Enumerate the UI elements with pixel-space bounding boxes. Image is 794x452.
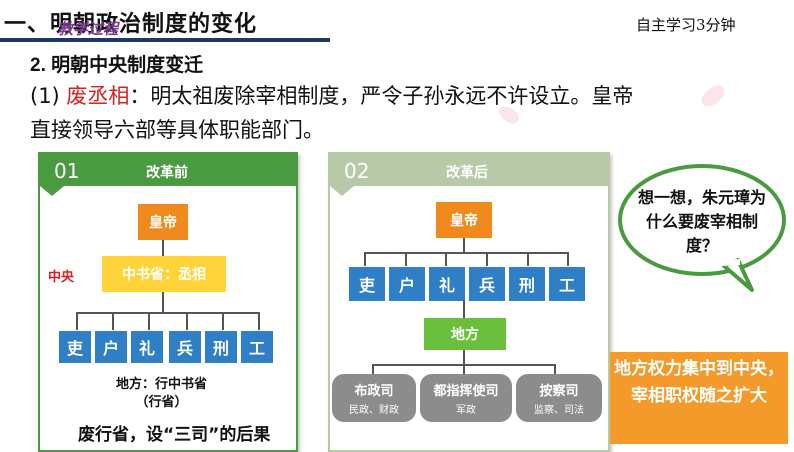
panel-title: 改革后 xyxy=(446,162,488,182)
panel-number: 02 xyxy=(344,159,369,183)
connector-line xyxy=(463,238,465,252)
ministry-box-before: 兵 xyxy=(168,330,202,364)
bottom-note: 废行省，设“三司”的后果 xyxy=(78,420,270,445)
connector-line xyxy=(364,252,568,254)
connector-line xyxy=(372,364,374,374)
panel-title: 改革前 xyxy=(146,162,188,182)
connector-line xyxy=(463,350,465,364)
local-box-after: 地方 xyxy=(424,318,506,350)
conclusion-box: 地方权力集中到中央，宰相职权随之扩大 xyxy=(610,352,788,444)
connector-line xyxy=(258,312,260,330)
panel-header: 01 改革前 xyxy=(40,154,296,186)
office-box: 都指挥使司 军政 xyxy=(420,374,512,422)
local-admin-before: 地方：行中书省 （行省） xyxy=(116,376,207,412)
central-label: 中央 xyxy=(48,266,74,285)
secretariat-box: 中书省：丞相 xyxy=(102,256,226,292)
connector-line xyxy=(76,312,78,330)
emperor-box-before: 皇帝 xyxy=(138,204,188,240)
intro-line-1-rest: ：明太祖废除宰相制度，严令子孙永远不许设立。皇帝 xyxy=(129,84,633,108)
office-box: 按察司 监察、司法 xyxy=(516,374,602,422)
connector-line xyxy=(405,252,407,266)
title-underline xyxy=(0,38,330,42)
intro-line-1: (1) 废丞相：明太祖废除宰相制度，严令子孙永远不许设立。皇帝 xyxy=(30,80,633,110)
ministry-box-before: 吏 xyxy=(58,330,92,364)
local-admin-line-1: 地方：行中书省 xyxy=(116,376,207,394)
connector-line xyxy=(567,252,569,266)
connector-line xyxy=(463,300,465,318)
petal-decoration xyxy=(698,83,729,110)
connector-line xyxy=(186,312,188,330)
office-name: 都指挥使司 xyxy=(433,380,498,399)
section-subtitle: 2. 明朝中央制度变迁 xyxy=(30,50,203,77)
ministry-box-after: 吏 xyxy=(348,266,386,302)
page-title: 一、明朝政治制度的变化 xyxy=(4,6,257,38)
office-box: 布政司 民政、财政 xyxy=(332,374,416,422)
panel-header: 02 改革后 xyxy=(330,154,608,186)
ministry-box-before: 工 xyxy=(240,330,274,364)
office-duty: 民政、财政 xyxy=(349,401,399,416)
ministry-box-before: 户 xyxy=(94,330,128,364)
ministry-box-after: 刑 xyxy=(508,266,546,302)
think-bubble: 想一想，朱元璋为什么要废宰相制度？ xyxy=(612,162,788,280)
intro-line-2: 直接领导六部等具体职能部门。 xyxy=(30,114,324,144)
connector-line xyxy=(112,312,114,330)
connector-line xyxy=(76,312,260,314)
connector-line xyxy=(364,252,366,266)
connector-line xyxy=(463,364,465,374)
connector-line xyxy=(148,312,150,330)
ministry-box-after: 礼 xyxy=(428,266,466,302)
office-duty: 监察、司法 xyxy=(534,401,584,416)
abolish-chancellor-highlight: 废丞相 xyxy=(66,84,129,108)
ministry-box-after: 户 xyxy=(388,266,426,302)
panel-header-pointer xyxy=(40,186,64,196)
ministry-box-before: 刑 xyxy=(204,330,238,364)
self-study-label: 自主学习3分钟 xyxy=(636,14,736,35)
watermark-text: 教学过程 xyxy=(58,18,118,39)
local-admin-line-2: （行省） xyxy=(116,394,207,412)
emperor-box-after: 皇帝 xyxy=(436,202,492,238)
connector-line xyxy=(527,252,529,266)
panel-header-pointer xyxy=(330,186,354,196)
panel-number: 01 xyxy=(54,159,79,183)
connector-line xyxy=(222,312,224,330)
ministry-box-after: 兵 xyxy=(468,266,506,302)
connector-line xyxy=(162,240,164,256)
office-name: 布政司 xyxy=(354,380,393,399)
connector-line xyxy=(554,364,556,374)
ministry-box-before: 礼 xyxy=(130,330,164,364)
connector-line xyxy=(445,252,447,266)
office-duty: 军政 xyxy=(456,401,476,416)
connector-line xyxy=(162,292,164,312)
ministry-box-after: 工 xyxy=(548,266,586,302)
connector-line xyxy=(486,252,488,266)
office-name: 按察司 xyxy=(539,380,578,399)
intro-prefix: (1) xyxy=(30,84,66,108)
think-question: 想一想，朱元璋为什么要废宰相制度？ xyxy=(632,186,772,258)
